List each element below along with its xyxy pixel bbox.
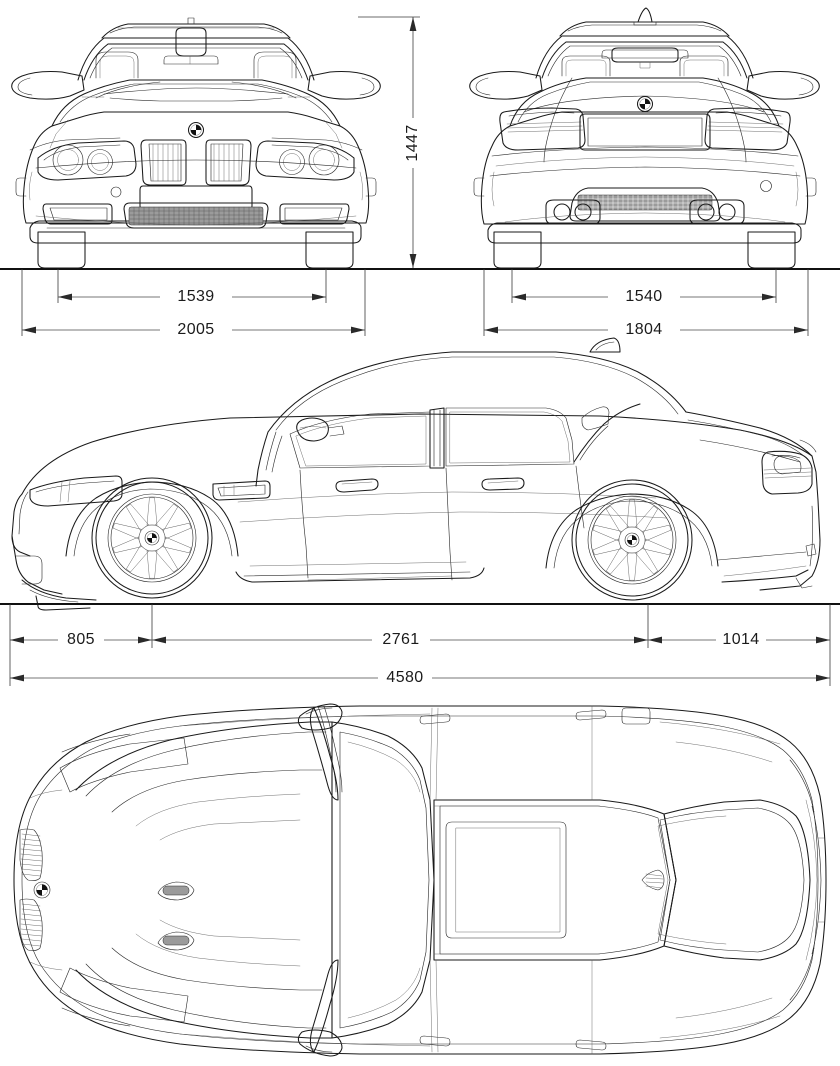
dimension-label-front-track: 1539 — [177, 288, 214, 305]
rear-view — [469, 7, 820, 269]
dimension-rear-overall-width: 1804 — [484, 321, 808, 338]
dimension-label-wheelbase: 2761 — [382, 631, 419, 648]
dimension-label-overall-height: 1447 — [404, 124, 421, 161]
dimension-group-side: 805 2761 1014 4580 — [9, 604, 831, 686]
dimension-label-rear-overhang: 1014 — [722, 631, 759, 648]
dimension-front-track: 1539 — [58, 288, 326, 305]
dimension-wheelbase: 2761 — [152, 631, 648, 648]
side-view — [11, 337, 821, 611]
dimension-overall-height: 1447 — [358, 16, 421, 268]
dimension-label-rear-track: 1540 — [625, 288, 662, 305]
top-view — [13, 703, 827, 1057]
dimension-group-rear: 1540 1804 — [483, 269, 809, 338]
dimension-group-front: 1539 2005 — [21, 269, 366, 338]
dimension-label-overall-length: 4580 — [386, 669, 423, 686]
dimension-rear-track: 1540 — [512, 288, 776, 305]
dimension-rear-overhang: 1014 — [648, 631, 830, 648]
dimension-label-rear-overall-width: 1804 — [625, 321, 662, 338]
dimension-label-front-overhang: 805 — [67, 631, 95, 648]
front-view — [11, 17, 381, 269]
dimension-overall-length: 4580 — [10, 669, 830, 686]
dimension-front-overall-width: 2005 — [22, 321, 365, 338]
dimension-label-front-overall-width: 2005 — [177, 321, 214, 338]
dimension-front-overhang: 805 — [10, 631, 152, 648]
